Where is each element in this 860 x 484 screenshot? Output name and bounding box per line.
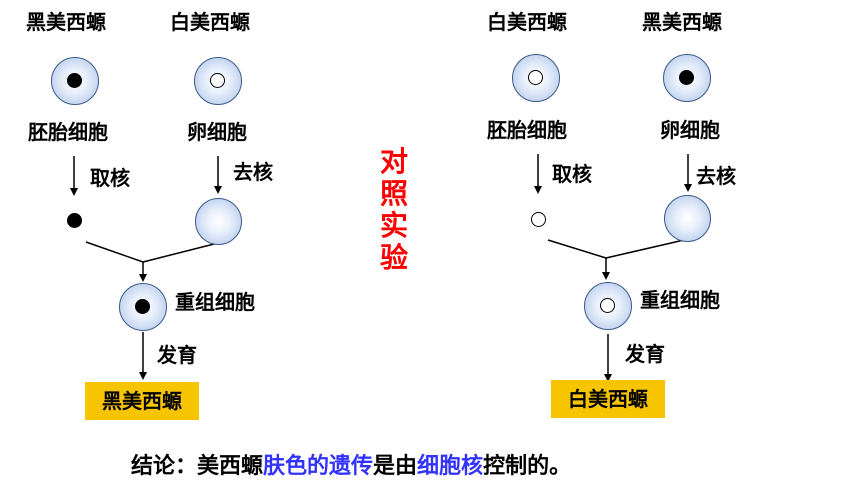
right-recombined-nucleus [600, 298, 615, 313]
line-left-merge-b [142, 242, 219, 263]
right-extracted-nucleus [531, 212, 546, 227]
right-develop-label: 发育 [625, 342, 665, 366]
center-title-char: 实 [379, 209, 408, 242]
right-recipient-cell-label: 卵细胞 [660, 118, 720, 142]
right-enucleated-egg [664, 195, 711, 242]
left-recipient-cell-label: 卵细胞 [187, 120, 247, 144]
right-donor-nucleus [528, 70, 543, 85]
center-title-char: 照 [379, 177, 408, 210]
left-recipient-cell [194, 57, 242, 105]
left-recipient-label: 白美西螈 [170, 10, 250, 34]
line-left-merge-a [85, 241, 144, 263]
left-donor-label: 黑美西螈 [26, 10, 106, 34]
right-donor-step: 取核 [552, 162, 592, 186]
left-recombined-nucleus [135, 299, 150, 314]
conclusion-mid: 是由 [373, 453, 418, 479]
line-right-merge-b [605, 239, 685, 259]
left-develop-label: 发育 [157, 343, 197, 367]
conclusion-suffix: 控制的。 [483, 453, 572, 479]
left-recipient-nucleus [210, 73, 225, 88]
left-donor-cell-label: 胚胎细胞 [28, 120, 108, 144]
left-combined-label: 重组细胞 [175, 290, 255, 314]
left-donor-nucleus [67, 73, 82, 88]
left-recipient-step: 去核 [233, 160, 273, 184]
left-result-box: 黑美西螈 [85, 382, 199, 420]
left-donor-cell [51, 57, 99, 105]
right-recipient-cell [663, 54, 711, 102]
right-recombined-cell [584, 282, 632, 330]
right-donor-label: 白美西螈 [487, 10, 567, 34]
conclusion: 结论：美西螈肤色的遗传是由细胞核控制的。 [131, 448, 571, 480]
conclusion-highlight-trait: 肤色的遗传 [263, 453, 374, 479]
center-title-char: 对 [379, 145, 408, 178]
left-enucleated-egg [195, 198, 242, 245]
conclusion-highlight-nucleus: 细胞核 [417, 453, 484, 479]
right-combined-label: 重组细胞 [640, 288, 720, 312]
right-recipient-step: 去核 [696, 164, 736, 188]
right-donor-cell-label: 胚胎细胞 [487, 118, 567, 142]
conclusion-prefix: 结论：美西螈 [131, 453, 264, 479]
right-recipient-label: 黑美西螈 [642, 10, 722, 34]
right-donor-cell [512, 54, 560, 102]
left-donor-step: 取核 [90, 166, 130, 190]
left-recombined-cell [119, 283, 167, 331]
left-extracted-nucleus [67, 213, 82, 228]
right-recipient-nucleus [679, 70, 694, 85]
center-title: 对 照 实 验 [378, 146, 410, 274]
line-right-merge-a [547, 239, 607, 259]
center-title-char: 验 [379, 241, 408, 274]
right-result-box: 白美西螈 [551, 380, 665, 418]
